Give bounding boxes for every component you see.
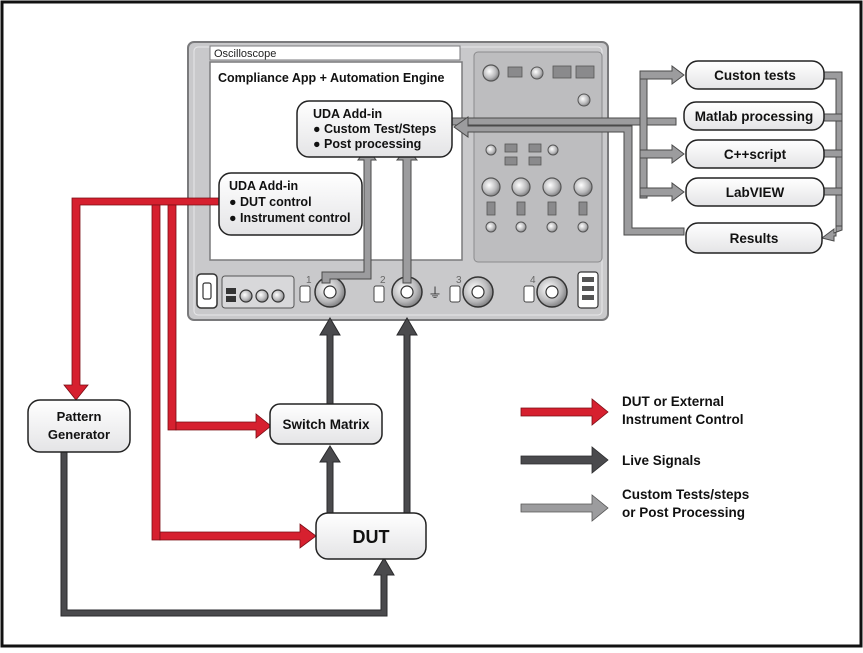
knob-icon[interactable] [573,177,593,197]
channel-2-input[interactable]: 2 ⏚ [373,275,442,308]
dut-box: DUT [315,512,427,560]
legend: DUT or External Instrument Control Live … [520,394,749,522]
tool-labview[interactable]: LabVIEW [685,177,825,207]
uda-bottom-item-2: ● Instrument control [229,211,350,225]
tool-cpp-script[interactable]: C++script [685,139,825,169]
button-icon[interactable] [504,156,518,166]
results-to-uda-arrow [453,116,685,236]
channel-number: 4 [530,275,536,286]
dut-to-ch2-arrow [396,317,418,521]
front-panel-inputs: 1 2 ⏚ 3 4 [196,271,599,309]
knob-icon[interactable] [515,221,527,233]
legend-item-control: DUT or External Instrument Control [520,394,744,427]
tool-results[interactable]: Results [685,222,823,254]
legend-control-line-1: DUT or External [622,394,724,409]
knob-icon[interactable] [577,93,591,107]
uda-bottom-title: UDA Add-in [229,179,298,193]
uda-addin-test-box: UDA Add-in ● Custom Test/Steps ● Post pr… [296,100,453,158]
channel-4-input[interactable]: 4 [523,275,568,308]
knob-icon[interactable] [482,64,500,82]
arrow-to-custon-tests [639,65,685,85]
knob-icon[interactable] [542,177,562,197]
legend-gray-arrow [520,494,609,522]
button-icon[interactable] [504,143,518,153]
button-icon[interactable] [578,201,588,216]
knob-icon[interactable] [530,66,544,80]
pattern-generator-line-1: Pattern [57,409,102,424]
live-signal-lines [60,317,418,617]
button-icon[interactable] [528,143,542,153]
arrow-to-labview [639,182,685,202]
arrow-to-cpp-script [639,144,685,164]
uda-to-pattern-arrow [63,197,221,401]
tool-boxes: Custon tests Matlab processing C++script… [683,60,825,254]
knob-icon[interactable] [485,221,497,233]
control-lines [63,197,317,549]
tool-label: Results [730,231,779,246]
channel-number: 3 [456,275,462,286]
tool-custon-tests[interactable]: Custon tests [685,60,825,90]
legend-control-line-2: Instrument Control [622,412,744,427]
dut-label: DUT [353,527,390,547]
power-button[interactable] [196,273,218,309]
pattern-to-dut-arrow [60,451,395,617]
knob-icon[interactable] [547,144,559,156]
knob-icon[interactable] [577,221,589,233]
switch-matrix-box: Switch Matrix [269,403,383,445]
oscilloscope-title-bar [209,45,461,61]
connector-icon [271,289,285,303]
to-dut-arrow [159,523,317,549]
ch1-to-uda-arrow [321,147,377,284]
ch2-to-uda-arrow [395,147,419,284]
channel-number: 2 [380,275,386,286]
oscilloscope-title: Oscilloscope [214,48,276,60]
legend-item-live: Live Signals [520,446,701,474]
uda-top-title: UDA Add-in [313,107,382,121]
tool-label: Custon tests [714,68,796,83]
button-icon[interactable] [547,201,557,216]
pattern-generator-line-2: Generator [48,427,110,442]
uda-top-item-1: ● Custom Test/Steps [313,122,436,136]
channel-number: 1 [306,275,312,286]
button-icon[interactable] [552,65,572,79]
pattern-generator-box: Pattern Generator [27,399,131,453]
tool-label: Matlab processing [695,109,814,124]
legend-item-custom: Custom Tests/steps or Post Processing [520,487,749,522]
button-icon[interactable] [486,201,496,216]
knob-icon[interactable] [485,144,497,156]
connector-icon [239,289,253,303]
oscilloscope: Oscilloscope Compliance App + Automation… [187,41,609,321]
button-icon[interactable] [507,66,523,78]
engine-label: Compliance App + Automation Engine [218,71,445,85]
legend-custom-line-2: or Post Processing [622,505,745,520]
uda-addin-control-box: UDA Add-in ● DUT control ● Instrument co… [218,172,363,236]
uda-top-item-2: ● Post processing [313,137,421,151]
knob-icon[interactable] [481,177,501,197]
uda-bottom-item-1: ● DUT control [229,195,312,209]
tool-label: C++script [724,147,787,162]
switch-matrix-label: Switch Matrix [282,417,370,432]
legend-custom-line-1: Custom Tests/steps [622,487,749,502]
tool-matlab-processing[interactable]: Matlab processing [683,101,825,131]
ground-icon: ⏚ [428,285,442,301]
legend-red-arrow [520,398,609,426]
gray-connector-lines [321,65,843,284]
knob-icon[interactable] [546,221,558,233]
legend-dark-arrow [520,446,609,474]
arrow-to-results [820,225,843,242]
channel-1-input[interactable]: 1 [299,275,346,308]
button-icon[interactable] [528,156,542,166]
connector-icon [255,289,269,303]
tool-label: LabVIEW [726,185,785,200]
button-icon[interactable] [516,201,526,216]
dut-to-switch-arrow [319,445,341,519]
to-switch-matrix-arrow [175,413,272,439]
channel-3-input[interactable]: 3 [449,275,494,308]
legend-live-label: Live Signals [622,453,701,468]
button-icon[interactable] [575,65,595,79]
knob-icon[interactable] [511,177,531,197]
